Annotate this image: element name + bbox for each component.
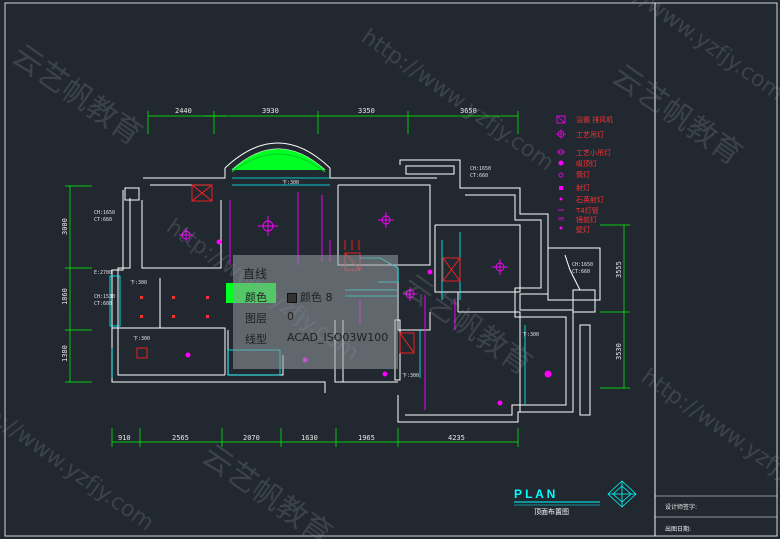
ceiling-drop-label: 下:300: [402, 373, 419, 379]
property-row-color: 颜色 颜色 8: [245, 289, 333, 305]
legend-label: 射灯: [576, 183, 590, 192]
dim-top-1: 2440: [175, 107, 192, 115]
bath-heater-icon: [556, 115, 566, 124]
property-key: 图层: [245, 312, 267, 325]
watermark-brand: 云艺帆教育: [5, 38, 148, 153]
plan-subtitle: 顶面布置图: [534, 507, 569, 516]
ceiling-drop-label: 下:300: [133, 336, 150, 342]
legend-label: 壁灯: [576, 225, 590, 234]
dim-top-2: 3930: [262, 107, 279, 115]
room-label: CT:600: [94, 301, 112, 307]
legend-label: 浴霸 排风机: [576, 115, 613, 124]
dim-bottom-1: 910: [118, 434, 131, 442]
watermark-brand: 云艺帆教育: [195, 438, 338, 539]
ceiling-lamp-icon: [558, 160, 564, 166]
compass-diamond-icon: [607, 480, 637, 508]
drawing-date-label: 出图日期:: [665, 525, 691, 533]
small-pendant-icon: [557, 149, 565, 155]
watermark-brand: 云艺帆教育: [605, 58, 748, 173]
object-type: 直线: [243, 267, 268, 281]
ceiling-drop-label: 下:300: [130, 280, 147, 286]
lighting-legend: 浴霸 排风机 工艺吊灯 工艺小吊灯 吸顶灯 筒灯 射灯 石英射灯 T4灯管 镜前…: [556, 115, 613, 234]
dim-bottom-6: 4235: [448, 434, 465, 442]
property-value: 0: [287, 310, 294, 323]
ceiling-drop-label: 下:300: [522, 332, 539, 338]
property-row-linetype: 线型 ACAD_ISO03W100: [245, 331, 388, 347]
designer-signature-label: 设计师签字:: [665, 503, 697, 511]
room-label: CT:660: [94, 217, 112, 223]
dim-left-1: 3000: [61, 218, 69, 235]
quick-properties-tooltip: 直线 颜色 颜色 8 图层 0 线型 ACAD_ISO03W100: [233, 255, 398, 369]
legend-label: 筒灯: [576, 170, 590, 179]
watermark-url: http://www.yzfjy.com: [0, 384, 158, 536]
room-label: CH:1650: [470, 166, 491, 172]
dim-top-4: 3650: [460, 107, 477, 115]
legend-label: 石英射灯: [576, 195, 604, 204]
watermark-url: http://www.yzfjy.com: [357, 24, 559, 176]
title-block-frame: [654, 2, 778, 537]
dim-bottom-5: 1965: [358, 434, 375, 442]
property-key: 线型: [245, 333, 267, 346]
legend-label: 工艺吊灯: [576, 130, 604, 139]
left-dimension-chain: [65, 185, 92, 383]
right-dimension-chain: [600, 224, 630, 389]
dim-right-1: 3555: [615, 261, 623, 278]
property-row-layer: 图层 0: [245, 310, 294, 326]
top-dimension-chain: [147, 111, 519, 134]
watermark-brand: 云艺帆教育: [395, 268, 538, 383]
plan-heading: P L A N: [514, 487, 555, 501]
wall-lamp-icon: [559, 226, 563, 230]
dim-left-2: 1860: [61, 288, 69, 305]
spotlight-icon: [559, 186, 563, 190]
ceiling-drop-label: 下:300: [282, 180, 299, 186]
downlight-icon: [558, 172, 564, 178]
legend-label: 镜前灯: [576, 215, 597, 224]
pendant-lamp-icon: [556, 129, 566, 139]
room-label: CH:1650: [94, 210, 115, 216]
floor-plan-walls: [111, 142, 601, 423]
quartz-spot-icon: [559, 197, 563, 201]
room-label: CT:660: [470, 173, 488, 179]
bottom-dimension-chain: [111, 428, 519, 447]
dim-bottom-3: 2070: [243, 434, 260, 442]
dim-left-3: 1380: [61, 345, 69, 362]
color-value: 颜色 8: [300, 291, 333, 304]
color-swatch-icon: [287, 293, 297, 303]
room-label: CT:660: [572, 269, 590, 275]
tile-markers: [140, 296, 209, 318]
dim-bottom-4: 1630: [301, 434, 318, 442]
legend-label: 吸顶灯: [576, 159, 597, 168]
legend-label: 工艺小吊灯: [576, 148, 611, 157]
room-label: CH:1530: [94, 294, 115, 300]
dim-bottom-2: 2565: [172, 434, 189, 442]
room-label: E:2700: [94, 270, 112, 276]
watermark-url: http://www.yzfjy.com: [637, 364, 780, 516]
dim-right-2: 3530: [615, 343, 623, 360]
property-key: 颜色: [245, 291, 267, 304]
arch-hatch: [231, 149, 326, 173]
dim-top-3: 3350: [358, 107, 375, 115]
room-label: CH:1650: [572, 262, 593, 268]
legend-label: T4灯管: [575, 206, 599, 215]
property-value: ACAD_ISO03W100: [287, 331, 389, 344]
property-value: 颜色 8: [287, 289, 333, 305]
mirror-lamp-icon: [558, 217, 564, 221]
